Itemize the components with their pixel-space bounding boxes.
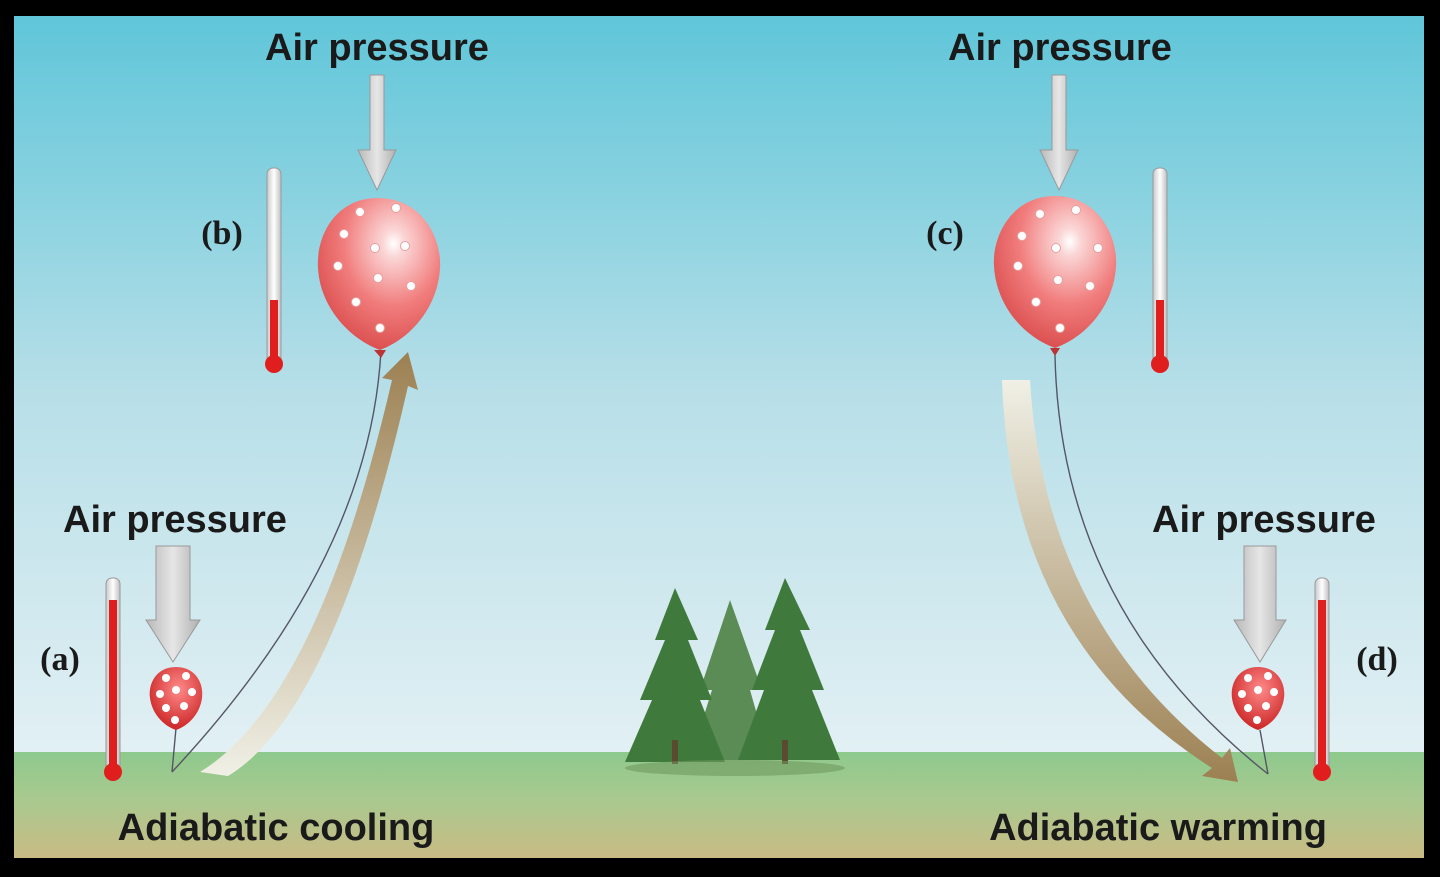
air-pressure-label-c: Air pressure — [948, 27, 1172, 69]
rising-motion-arrow — [200, 352, 418, 776]
balloon-string-right — [1054, 354, 1269, 775]
adiabatic-warming-label: Adiabatic warming — [989, 807, 1327, 849]
balloon-icon — [149, 667, 203, 730]
balloon-icon — [993, 196, 1117, 356]
label-b: (b) — [201, 215, 243, 252]
thermometer-icon — [104, 167, 1331, 781]
pressure-arrow-icon — [145, 74, 1287, 663]
balloon-icon — [317, 198, 441, 358]
balloon-icon — [1231, 667, 1285, 730]
air-pressure-label-b: Air pressure — [265, 27, 489, 69]
trees-icon — [625, 578, 845, 776]
adiabatic-cooling-label: Adiabatic cooling — [118, 807, 435, 849]
label-c: (c) — [926, 215, 964, 252]
air-pressure-label-d: Air pressure — [1152, 499, 1376, 541]
falling-motion-arrow — [1002, 380, 1238, 782]
air-pressure-label-a: Air pressure — [63, 499, 287, 541]
label-a: (a) — [40, 641, 80, 678]
label-d: (d) — [1356, 641, 1398, 678]
balloon-string-left — [171, 349, 382, 773]
